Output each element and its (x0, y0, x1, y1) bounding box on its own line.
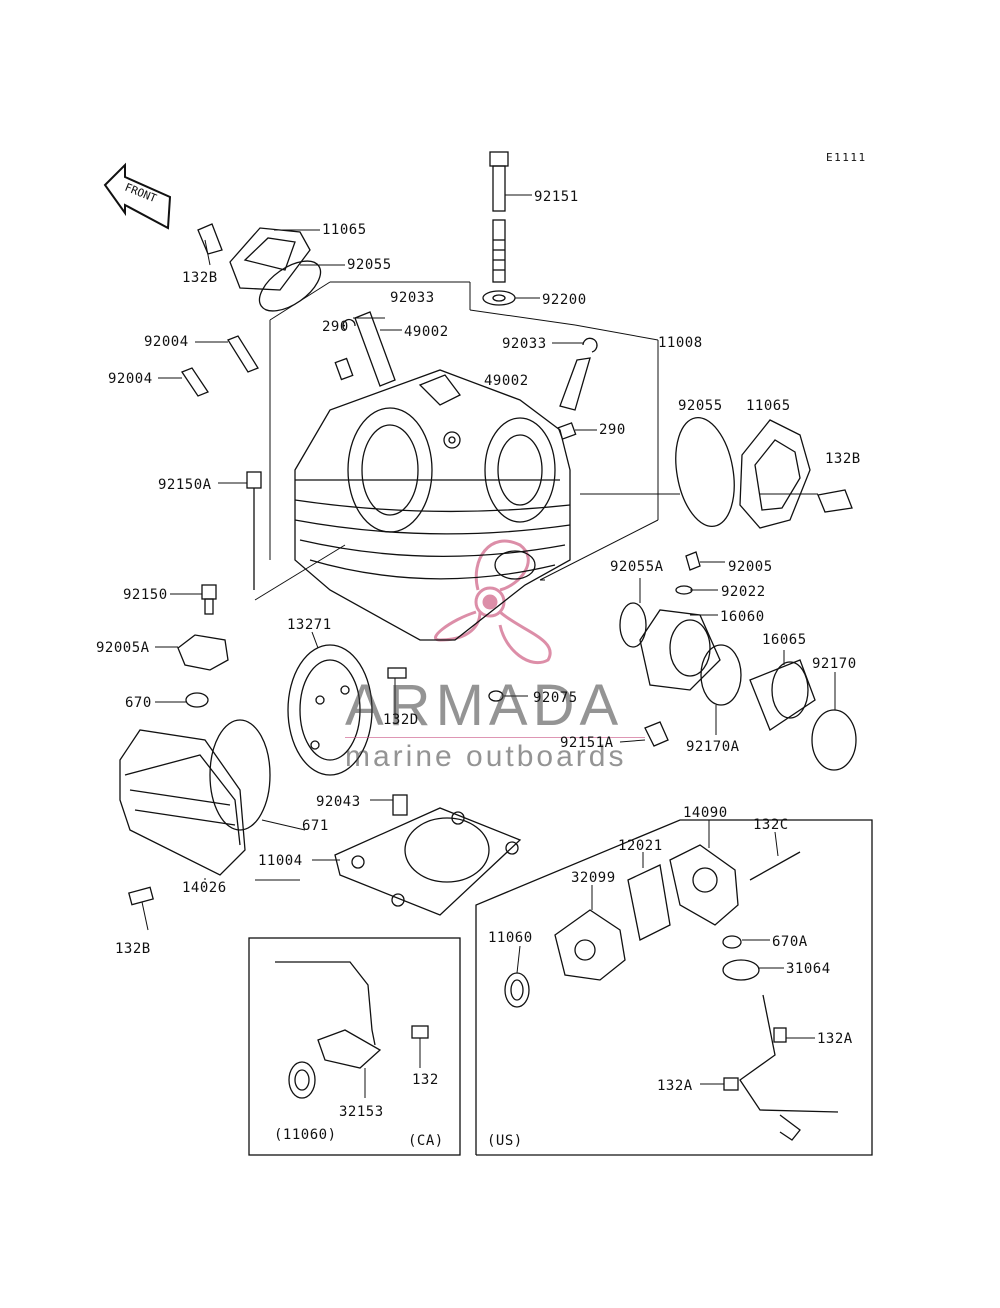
part-label: 132 (412, 1072, 439, 1088)
part-label: 92043 (316, 794, 361, 810)
part-label: 132B (115, 941, 151, 957)
dowels (392, 690, 504, 816)
part-label: 14090 (683, 805, 728, 821)
part-label: 132B (825, 451, 861, 467)
cover-11065-right (675, 416, 853, 529)
part-label: 132C (753, 817, 789, 833)
front-arrow-icon: FRONT (103, 162, 172, 230)
part-label: 92005A (96, 640, 150, 656)
ca-section (248, 937, 461, 1156)
bolt-92151 (482, 151, 516, 306)
left-cover-group (119, 634, 271, 906)
part-label: 92033 (390, 290, 435, 306)
cam-plate-13271 (287, 644, 407, 776)
part-label: 12021 (618, 838, 663, 854)
part-label: 13271 (287, 617, 332, 633)
part-label: 32153 (339, 1104, 384, 1120)
part-label: 92151 (534, 189, 579, 205)
part-label: 92151A (560, 735, 614, 751)
part-label: 92075 (533, 690, 578, 706)
valve-guides (334, 311, 598, 440)
watermark-brand: ARMADA (345, 673, 624, 738)
part-label: 92022 (721, 584, 766, 600)
section-label-ca: (CA) (408, 1133, 444, 1149)
cover-11065-left (197, 223, 322, 312)
part-label: (11060) (274, 1127, 337, 1143)
part-label: 92150 (123, 587, 168, 603)
part-label: 92200 (542, 292, 587, 308)
section-label-us: (US) (487, 1133, 523, 1149)
us-section (475, 819, 873, 1156)
part-label: 92004 (108, 371, 153, 387)
part-label: 670A (772, 934, 808, 950)
head-gasket-11004 (334, 807, 522, 916)
head-frame-lines (254, 281, 659, 601)
part-label: 92033 (502, 336, 547, 352)
part-label: 16065 (762, 632, 807, 648)
cylinder-head (294, 369, 571, 641)
part-label: 11065 (746, 398, 791, 414)
diagram-code: E1111 (826, 151, 867, 164)
part-label: 132B (182, 270, 218, 286)
part-label: 11060 (488, 930, 533, 946)
part-label: 11004 (258, 853, 303, 869)
part-label: 92170A (686, 739, 740, 755)
part-label: 92055 (347, 257, 392, 273)
part-label: 670 (125, 695, 152, 711)
part-label: 31064 (786, 961, 831, 977)
watermark-tagline: marine outboards (345, 740, 627, 773)
part-label: 92005 (728, 559, 773, 575)
part-label: 132A (657, 1078, 693, 1094)
part-label: 49002 (404, 324, 449, 340)
intake-group (619, 551, 857, 771)
part-label: 14026 (182, 880, 227, 896)
part-label: 16060 (720, 609, 765, 625)
watermark-divider (345, 737, 645, 738)
part-label: 671 (302, 818, 329, 834)
part-label: 132D (383, 712, 419, 728)
part-label: 132A (817, 1031, 853, 1047)
part-label: 290 (322, 319, 349, 335)
part-label: 11008 (658, 335, 703, 351)
part-label: 49002 (484, 373, 529, 389)
part-label: 92004 (144, 334, 189, 350)
part-label: 92150A (158, 477, 212, 493)
studs-92004 (181, 335, 259, 397)
part-label: 92170 (812, 656, 857, 672)
part-label: 11065 (322, 222, 367, 238)
part-label: 92055 (678, 398, 723, 414)
part-label: 92055A (610, 559, 664, 575)
studs-92150 (201, 471, 262, 615)
part-label: 290 (599, 422, 626, 438)
leader-lines (141, 194, 836, 1098)
part-label: 32099 (571, 870, 616, 886)
